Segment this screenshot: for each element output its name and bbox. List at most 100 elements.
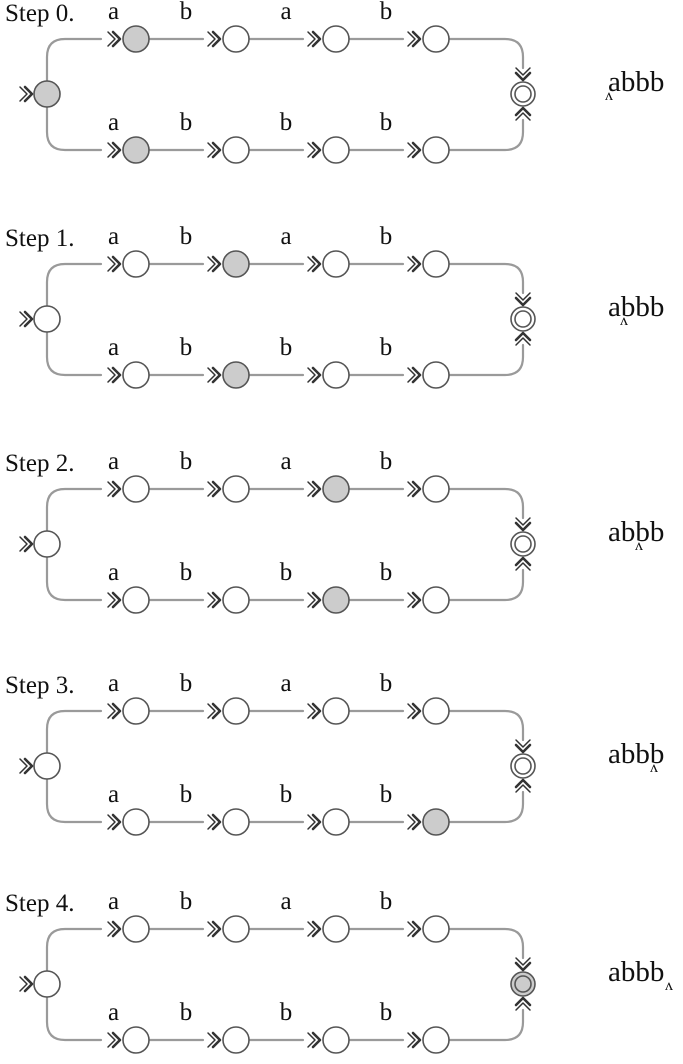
merge-bottom-arrow-icon <box>514 778 532 793</box>
start-arrow-icon <box>19 535 34 553</box>
bottom-state <box>322 586 350 614</box>
top-state <box>122 697 150 725</box>
merge-bottom-arrow-icon <box>514 331 532 346</box>
bottom-edge-arrow-icon <box>407 366 422 384</box>
bottom-edge-arrow-icon <box>207 1031 222 1049</box>
merge-bottom-edge <box>447 1008 525 1042</box>
input-tape-text: abbb <box>608 516 665 548</box>
bottom-edge-label: b <box>380 334 393 361</box>
input-tape-text: abbb <box>608 956 665 988</box>
bottom-edge-arrow-icon <box>207 591 222 609</box>
top-state <box>222 697 250 725</box>
merge-bottom-arrow-icon <box>514 106 532 121</box>
branch-up-edge <box>45 927 103 973</box>
branch-down-arrow-icon <box>107 141 122 159</box>
tape-head-caret: ʌ <box>665 977 673 994</box>
top-state <box>422 250 450 278</box>
bottom-edge-label: b <box>280 781 293 808</box>
top-state <box>422 475 450 503</box>
bottom-state <box>122 586 150 614</box>
bottom-edge-label: a <box>108 999 119 1026</box>
start-state <box>33 530 61 558</box>
step-label: Step 0. <box>5 0 75 27</box>
merge-bottom-edge <box>447 118 525 152</box>
branch-down-edge <box>45 995 103 1042</box>
top-edge-arrow-icon <box>407 702 422 720</box>
top-edge-arrow-icon <box>307 480 322 498</box>
top-edge-label: b <box>180 672 193 697</box>
accept-state <box>510 753 536 779</box>
bottom-state <box>222 1026 250 1054</box>
top-edge-arrow-icon <box>207 702 222 720</box>
input-tape-text: abbb <box>608 66 665 98</box>
start-arrow-icon <box>19 757 34 775</box>
top-state <box>222 475 250 503</box>
merge-bottom-edge <box>447 568 525 602</box>
bottom-state <box>422 136 450 164</box>
top-edge-arrow-icon <box>407 30 422 48</box>
top-state <box>122 25 150 53</box>
top-state <box>322 915 350 943</box>
start-state <box>33 970 61 998</box>
merge-top-arrow-icon <box>514 957 532 972</box>
top-edge-label: a <box>108 225 119 250</box>
top-edge-label: b <box>380 0 393 25</box>
step-label: Step 3. <box>5 672 75 699</box>
branch-up-arrow-icon <box>107 30 122 48</box>
top-edge-arrow-icon <box>207 255 222 273</box>
top-state <box>222 250 250 278</box>
top-state <box>322 475 350 503</box>
bottom-edge-arrow-icon <box>307 1031 322 1049</box>
top-edge-label: b <box>380 450 393 475</box>
top-edge-label: b <box>180 450 193 475</box>
bottom-edge-label: b <box>180 559 193 586</box>
bottom-edge-label: a <box>108 781 119 808</box>
bottom-edge-arrow-icon <box>407 141 422 159</box>
merge-top-arrow-icon <box>514 292 532 307</box>
branch-up-edge <box>45 37 103 83</box>
branch-up-arrow-icon <box>107 920 122 938</box>
top-edge-arrow-icon <box>307 920 322 938</box>
bottom-edge-arrow-icon <box>207 366 222 384</box>
bottom-edge-arrow-icon <box>307 141 322 159</box>
top-state <box>122 915 150 943</box>
branch-up-edge <box>45 487 103 533</box>
top-state <box>122 250 150 278</box>
merge-top-edge <box>447 927 525 960</box>
merge-bottom-arrow-icon <box>514 996 532 1011</box>
branch-up-arrow-icon <box>107 480 122 498</box>
bottom-edge-label: b <box>280 559 293 586</box>
top-edge-label: b <box>180 225 193 250</box>
bottom-edge-arrow-icon <box>407 591 422 609</box>
bottom-state <box>322 361 350 389</box>
merge-bottom-edge <box>447 343 525 377</box>
top-state <box>422 697 450 725</box>
merge-top-edge <box>447 487 525 520</box>
bottom-edge-arrow-icon <box>407 1031 422 1049</box>
branch-up-arrow-icon <box>107 702 122 720</box>
bottom-state <box>322 1026 350 1054</box>
bottom-edge-label: b <box>180 999 193 1026</box>
top-edge-arrow-icon <box>407 920 422 938</box>
bottom-edge-label: b <box>280 334 293 361</box>
bottom-edge-label: a <box>108 334 119 361</box>
branch-down-edge <box>45 105 103 152</box>
bottom-state <box>222 586 250 614</box>
bottom-state <box>122 808 150 836</box>
top-edge-label: a <box>280 450 291 475</box>
accept-state <box>510 971 536 997</box>
top-state <box>222 915 250 943</box>
top-edge-label: b <box>380 672 393 697</box>
top-edge-arrow-icon <box>307 702 322 720</box>
bottom-edge-label: a <box>108 559 119 586</box>
